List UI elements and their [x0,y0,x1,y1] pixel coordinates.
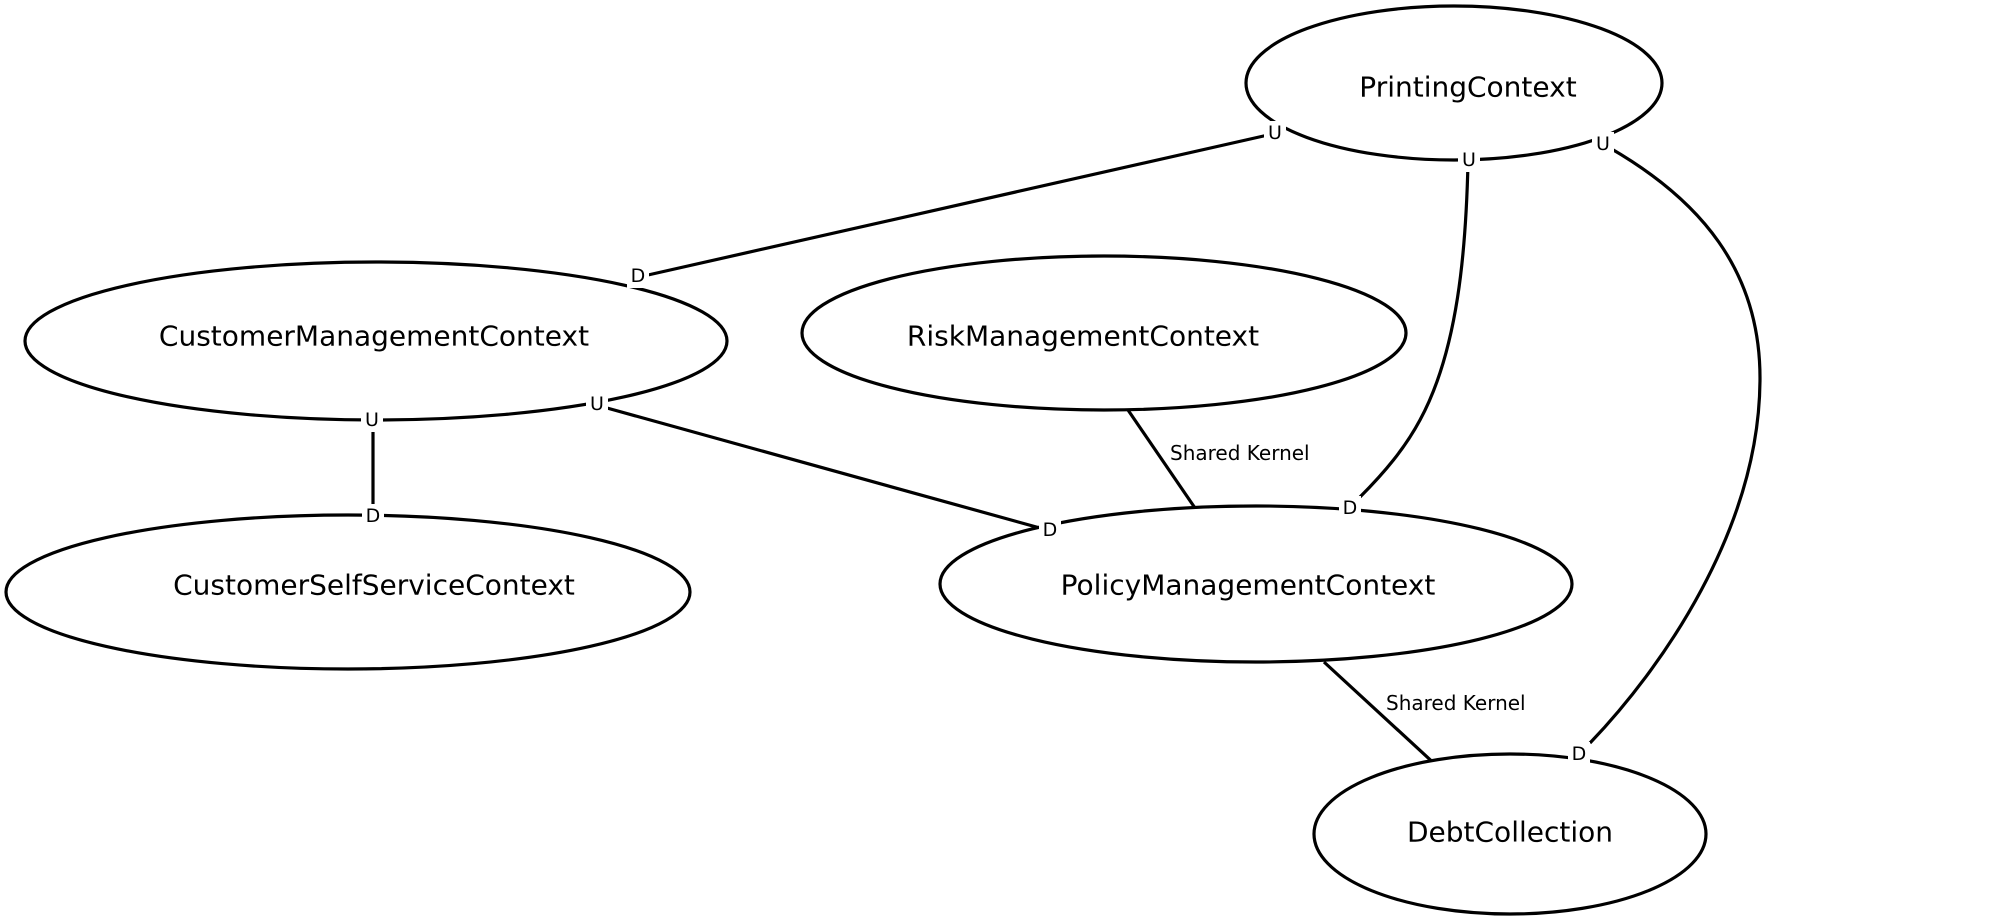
node-risk-management-context-shape [800,254,1408,412]
end-marker-label: D [1343,497,1358,519]
end-marker-label: U [1596,133,1610,155]
end-marker-label: U [590,393,604,415]
end-marker-printing-to-debt-collection-upstream: U [1592,132,1614,156]
end-marker-customer-management-to-policy-management-upstream: U [586,392,608,416]
edge-end-markers: U D U D U D U D [361,121,1614,766]
nodes: PrintingContext CustomerManagementContex… [4,4,1708,916]
edge-policy-management-debt-collection [1322,660,1440,769]
end-marker-label: U [1462,149,1476,171]
node-policy-management-context-label: PolicyManagementContext [1061,569,1436,602]
end-marker-customer-management-to-self-service-upstream: U [361,408,383,432]
node-customer-management-context[interactable]: CustomerManagementContext [23,260,729,422]
node-printing-context[interactable]: PrintingContext [1244,4,1664,162]
end-marker-label: D [366,505,381,527]
node-debt-collection-label: DebtCollection [1407,816,1613,849]
end-marker-label: D [631,265,646,287]
edge-printing-debt-collection [1588,146,1762,745]
end-marker-customer-management-to-policy-management-downstream: D [1039,518,1061,542]
end-marker-printing-to-customer-management-downstream: D [627,264,649,288]
node-printing-context-label: PrintingContext [1359,71,1576,104]
end-marker-printing-to-policy-management-downstream: D [1339,496,1361,520]
node-policy-management-context[interactable]: PolicyManagementContext [938,504,1574,664]
node-customer-management-context-label: CustomerManagementContext [159,320,589,353]
node-customer-self-service-context[interactable]: CustomerSelfServiceContext [4,513,692,671]
edge-risk-management-policy-management [1126,409,1197,509]
node-customer-self-service-context-shape [4,513,692,671]
edge-label-policy-debt: Shared Kernel [1386,691,1526,715]
edges [371,133,1762,769]
edge-labels: Shared Kernel Shared Kernel [1170,441,1526,715]
node-debt-collection-shape [1312,752,1708,916]
node-policy-management-context-shape [938,504,1574,664]
node-printing-context-shape [1244,4,1664,162]
node-risk-management-context-label: RiskManagementContext [907,320,1259,353]
edge-customer-management-policy-management [606,406,1041,530]
end-marker-customer-management-to-self-service-downstream: D [362,504,384,528]
end-marker-label: U [1268,122,1282,144]
node-customer-self-service-context-label: CustomerSelfServiceContext [173,569,575,602]
edge-printing-policy-management [1358,161,1470,499]
end-marker-printing-to-debt-collection-downstream: D [1568,742,1590,766]
edge-printing-customer-management [647,133,1269,277]
end-marker-label: D [1572,743,1587,765]
end-marker-label: U [365,409,379,431]
edge-label-risk-policy: Shared Kernel [1170,441,1310,465]
end-marker-printing-to-policy-management-upstream: U [1458,148,1480,172]
end-marker-label: D [1043,519,1058,541]
end-marker-printing-to-customer-management-upstream: U [1264,121,1286,145]
node-debt-collection[interactable]: DebtCollection [1312,752,1708,916]
node-risk-management-context[interactable]: RiskManagementContext [800,254,1408,412]
